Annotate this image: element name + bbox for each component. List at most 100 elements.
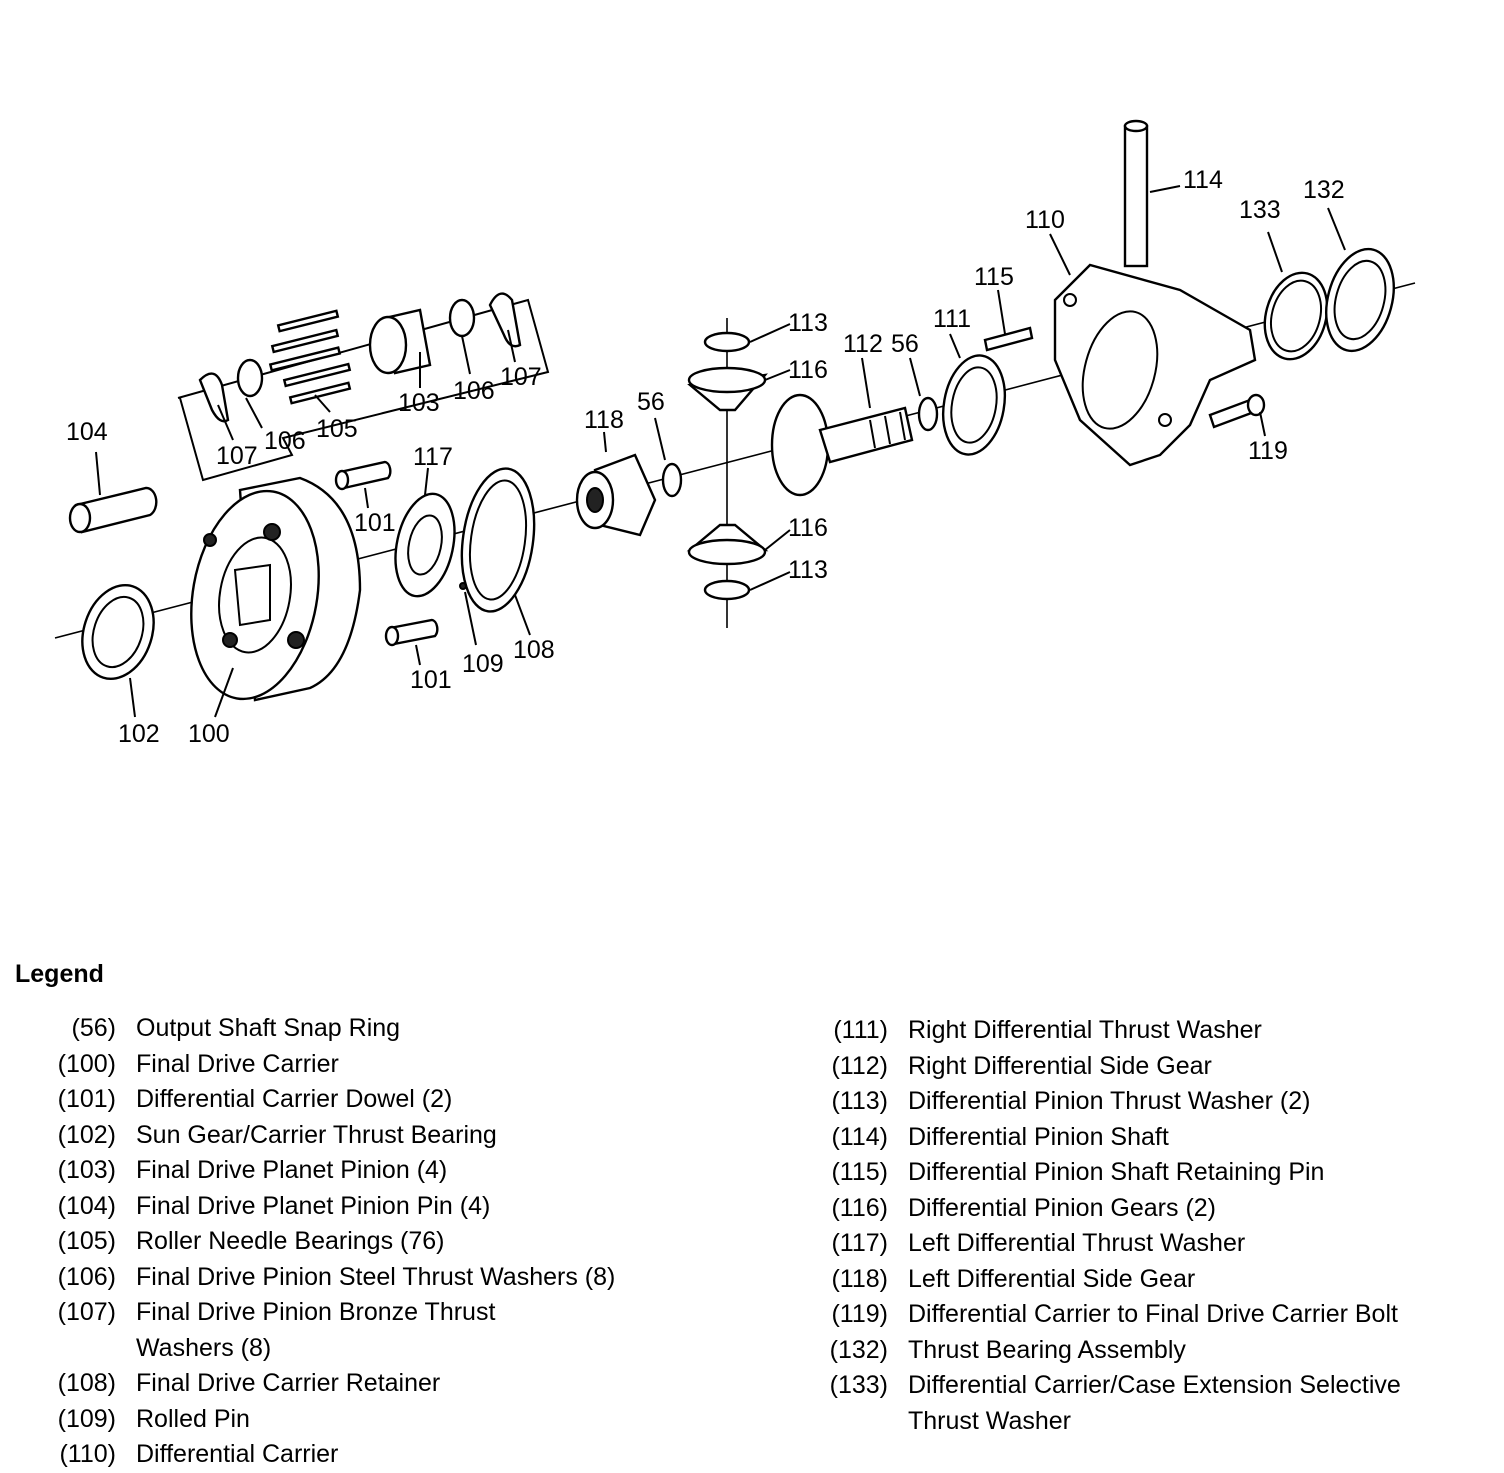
callout-116-upper: 116: [788, 356, 828, 384]
part-104-planet-pinion-pin: [68, 486, 158, 534]
legend-item-number: (117): [831, 1229, 888, 1257]
legend-item-number: (108): [57, 1369, 116, 1397]
legend-item-description: Sun Gear/Carrier Thrust Bearing: [136, 1120, 497, 1149]
legend-item-number: (56): [71, 1014, 116, 1042]
legend-item: (108) Final Drive Carrier Retainer: [48, 1366, 748, 1402]
legend-item-description: Differential Pinion Gears (2): [908, 1193, 1217, 1222]
part-105-needle-bearings: [268, 309, 352, 405]
legend-item-number: (101): [57, 1085, 116, 1113]
legend-item-description: Final Drive Carrier Retainer: [136, 1369, 441, 1397]
callout-101-upper: 101: [354, 509, 396, 537]
legend-item-number: (116): [831, 1193, 888, 1222]
legend-item: (111)Right Differential Thrust Washer: [800, 1013, 1490, 1049]
legend-item: (102) Sun Gear/Carrier Thrust Bearing: [48, 1118, 748, 1154]
callout-113-lower: 113: [788, 556, 828, 584]
part-116-pinion-gear-upper: [687, 366, 768, 412]
part-133-selective-thrust-washer: [1263, 271, 1329, 361]
legend-item-number: (104): [57, 1191, 116, 1220]
legend-item-description: Differential Carrier/Case Extension Sele…: [888, 1368, 1401, 1439]
part-111-right-thrust-washer: [942, 354, 1006, 456]
callout-56-left: 56: [637, 388, 665, 416]
legend-item: (115)Differential Pinion Shaft Retaining…: [800, 1155, 1490, 1191]
part-56-snap-ring-right: [917, 396, 939, 432]
legend-item-description: Thrust Bearing Assembly: [908, 1335, 1186, 1364]
callout-113-upper: 113: [788, 309, 828, 337]
callout-116-lower: 116: [788, 514, 828, 542]
callout-56-right: 56: [891, 330, 919, 358]
part-107-bronze-washer-left: [198, 372, 230, 423]
legend-item: (56)Output Shaft Snap Ring: [48, 1011, 748, 1047]
callout-107-left: 107: [216, 442, 258, 470]
legend-item-description: Final Drive Pinion Steel Thrust Washers …: [136, 1262, 616, 1291]
legend-item: (119) Differential Carrier to Final Drive…: [800, 1297, 1490, 1333]
legend-item-description: Differential Carrier to Final Drive Carr…: [908, 1300, 1398, 1328]
callout-133: 133: [1239, 196, 1281, 224]
part-116-pinion-gear-lower: [686, 523, 769, 566]
legend-item-description: Differential Pinion Shaft: [908, 1122, 1169, 1151]
part-119-carrier-bolt: [1208, 393, 1266, 429]
leader-lines: [95, 185, 1346, 718]
legend-item-number: (106): [57, 1262, 116, 1291]
legend-item-number: (133): [829, 1371, 888, 1399]
legend-left-column: (56)Output Shaft Snap Ring (100) Final Dr…: [48, 1011, 748, 1473]
legend-item-number: (110): [59, 1440, 116, 1468]
legend-item-description-line1: Differential Carrier/Case Extension Sele…: [908, 1371, 1401, 1399]
legend-item-description: Differential Pinion Thrust Washer (2): [908, 1087, 1311, 1115]
legend-item-description: Left Differential Thrust Washer: [908, 1229, 1246, 1257]
callout-106-right: 106: [453, 377, 495, 405]
legend-item: (106) Final Drive Pinion Steel Thrust Was…: [48, 1260, 748, 1296]
part-102-thrust-bearing: [81, 583, 155, 681]
legend-item: (103) Final Drive Planet Pinion (4): [48, 1153, 748, 1189]
legend-item-number: (118): [831, 1264, 888, 1293]
part-132-thrust-bearing-assembly: [1325, 247, 1395, 353]
callout-132: 132: [1303, 176, 1345, 204]
part-118-left-side-gear: [575, 453, 657, 537]
legend-item-description: Rolled Pin: [136, 1404, 250, 1433]
legend-item-number: (103): [57, 1156, 116, 1184]
legend-item-number: (100): [57, 1049, 116, 1078]
legend-item: (110)Differential Carrier: [48, 1437, 748, 1473]
callout-103: 103: [398, 389, 440, 417]
legend-item: (118) Left Differential Side Gear: [800, 1262, 1490, 1298]
legend-item-number: (132): [829, 1335, 888, 1364]
part-56-snap-ring-left: [661, 462, 683, 498]
callout-105: 105: [316, 415, 358, 443]
callout-117: 117: [413, 443, 453, 471]
legend-item-description: Left Differential Side Gear: [908, 1264, 1196, 1293]
legend-item-number: (109): [57, 1404, 116, 1433]
legend-item-number: (102): [57, 1120, 116, 1149]
callout-101-lower: 101: [410, 666, 452, 694]
legend-item-description: Final Drive Planet Pinion (4): [136, 1156, 448, 1184]
part-107-bronze-washer-right: [488, 292, 522, 348]
legend-item-description: Differential Carrier Dowel (2): [136, 1085, 453, 1113]
exploded-view-diagram: 104 102 100 107 106 105 103 106 107 101 …: [54, 119, 1416, 748]
legend-item-description: Roller Needle Bearings (76): [136, 1227, 445, 1255]
legend-item-description: Right Differential Thrust Washer: [908, 1016, 1262, 1044]
legend-item-number: (107): [57, 1298, 116, 1326]
legend-item: (112) Right Differential Side Gear: [800, 1049, 1490, 1085]
part-106-steel-washer-right: [448, 298, 476, 338]
legend-item: (113) Differential Pinion Thrust Washer (…: [800, 1084, 1490, 1120]
callout-107-right: 107: [500, 363, 542, 391]
legend-item-description: Right Differential Side Gear: [908, 1051, 1212, 1080]
legend-item: (114) Differential Pinion Shaft: [800, 1120, 1490, 1156]
legend-item-number: (115): [831, 1158, 888, 1186]
legend-item-description: Final Drive Carrier: [136, 1049, 339, 1078]
callout-100: 100: [188, 720, 230, 748]
part-113-washer-upper: [703, 331, 751, 353]
part-115-retaining-pin: [983, 326, 1034, 352]
legend-item-number: (113): [831, 1087, 888, 1115]
callout-111: 111: [933, 305, 971, 333]
legend-item-description: Final Drive Planet Pinion Pin (4): [136, 1191, 491, 1220]
legend-item-number: (114): [831, 1122, 888, 1151]
legend-item-number: (112): [831, 1051, 888, 1080]
legend-item-number: (119): [831, 1300, 888, 1328]
part-101-dowel-lower: [384, 618, 439, 647]
part-103-planet-pinion: [368, 308, 432, 375]
legend-item: (117) Left Differential Thrust Washer: [800, 1226, 1490, 1262]
part-106-steel-washer-left: [236, 358, 264, 398]
callout-110: 110: [1025, 206, 1065, 234]
callout-118: 118: [584, 406, 624, 434]
callout-119: 119: [1248, 437, 1288, 465]
